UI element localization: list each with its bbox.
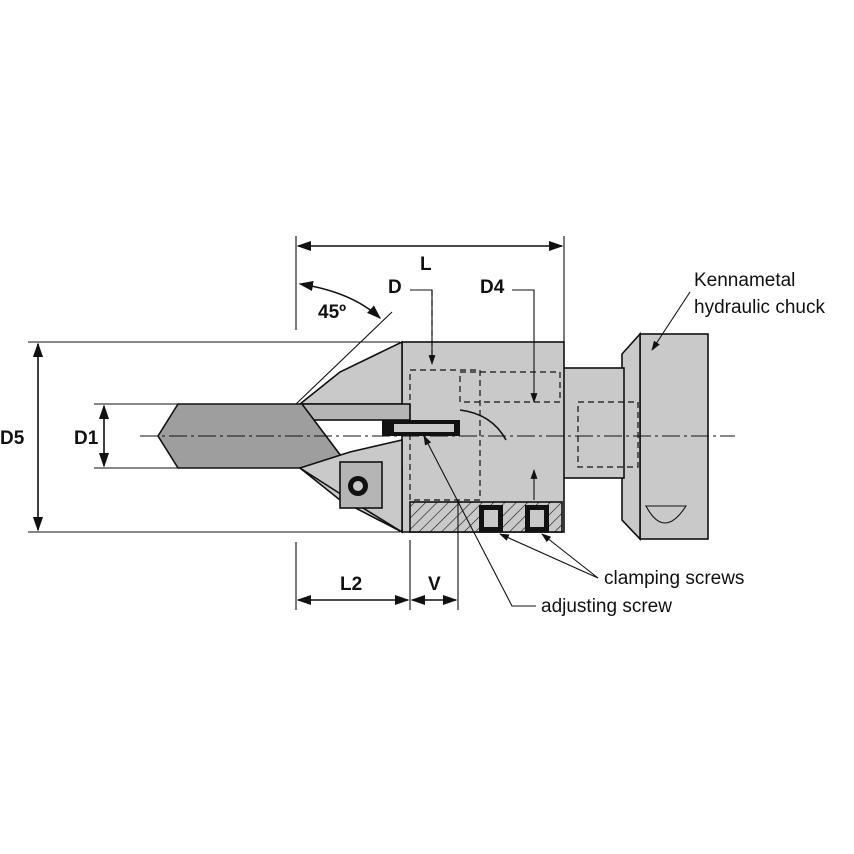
label-angle: 45º: [318, 302, 346, 323]
dim-D1: [94, 403, 180, 469]
dim-L: [295, 236, 565, 342]
label-L2: L2: [340, 574, 362, 595]
label-D5: D5: [0, 428, 25, 449]
label-D: D: [388, 277, 402, 298]
label-V: V: [428, 574, 441, 595]
label-D1: D1: [74, 428, 99, 449]
clamping-screws: [479, 505, 549, 532]
label-adjusting-screw: adjusting screw: [541, 596, 672, 617]
label-chuck-line1: Kennametal: [694, 270, 795, 291]
dim-L2-V: [295, 500, 459, 610]
insert-cartridge: [298, 438, 403, 534]
label-D4: D4: [480, 277, 505, 298]
dim-D5: [28, 341, 400, 533]
shank-bore: [577, 401, 639, 468]
shank: [561, 367, 625, 479]
label-L: L: [420, 254, 432, 275]
label-clamping-screws: clamping screws: [604, 568, 744, 589]
label-chuck-line2: hydraulic chuck: [694, 297, 825, 318]
